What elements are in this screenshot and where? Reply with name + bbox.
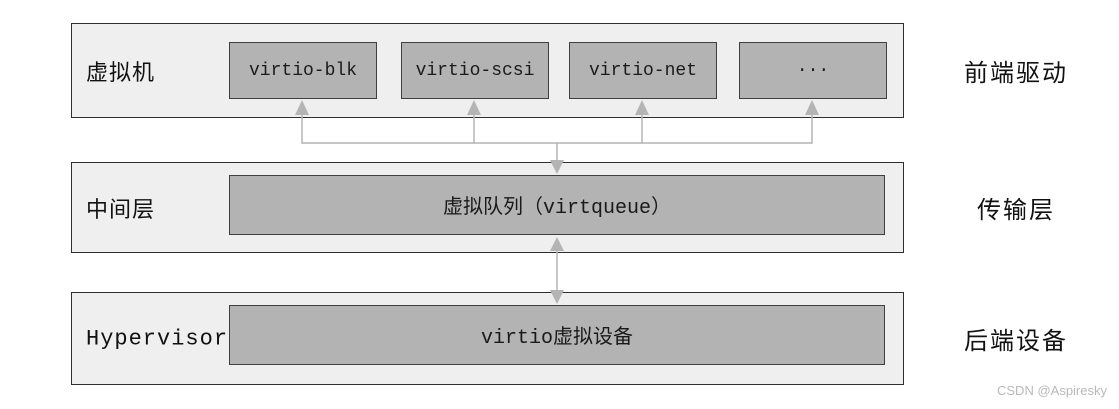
layer-box-hypervisor: Hypervisor virtio虚拟设备 <box>71 292 904 385</box>
box-virtio-net: virtio-net <box>569 42 717 99</box>
side-label-frontend-driver: 前端驱动 <box>964 61 1068 89</box>
box-virtio-scsi: virtio-scsi <box>401 42 549 99</box>
layer-label-middle: 中间层 <box>86 198 156 224</box>
layer-label-hypervisor: Hypervisor <box>86 326 229 351</box>
layer-label-vm: 虚拟机 <box>86 61 156 87</box>
box-virtio-blk: virtio-blk <box>229 42 377 99</box>
layer-box-vm: 虚拟机 virtio-blk virtio-scsi virtio-net ··… <box>71 23 904 118</box>
watermark: CSDN @Aspiresky <box>997 383 1107 398</box>
box-virtio-ellipsis: ··· <box>739 42 887 99</box>
side-label-backend-device: 后端设备 <box>964 329 1068 357</box>
side-label-transport-layer: 传输层 <box>977 198 1055 226</box>
box-virtio-device: virtio虚拟设备 <box>229 305 885 365</box>
layer-box-middle: 中间层 虚拟队列（virtqueue） <box>71 162 904 253</box>
box-virtqueue: 虚拟队列（virtqueue） <box>229 175 885 235</box>
